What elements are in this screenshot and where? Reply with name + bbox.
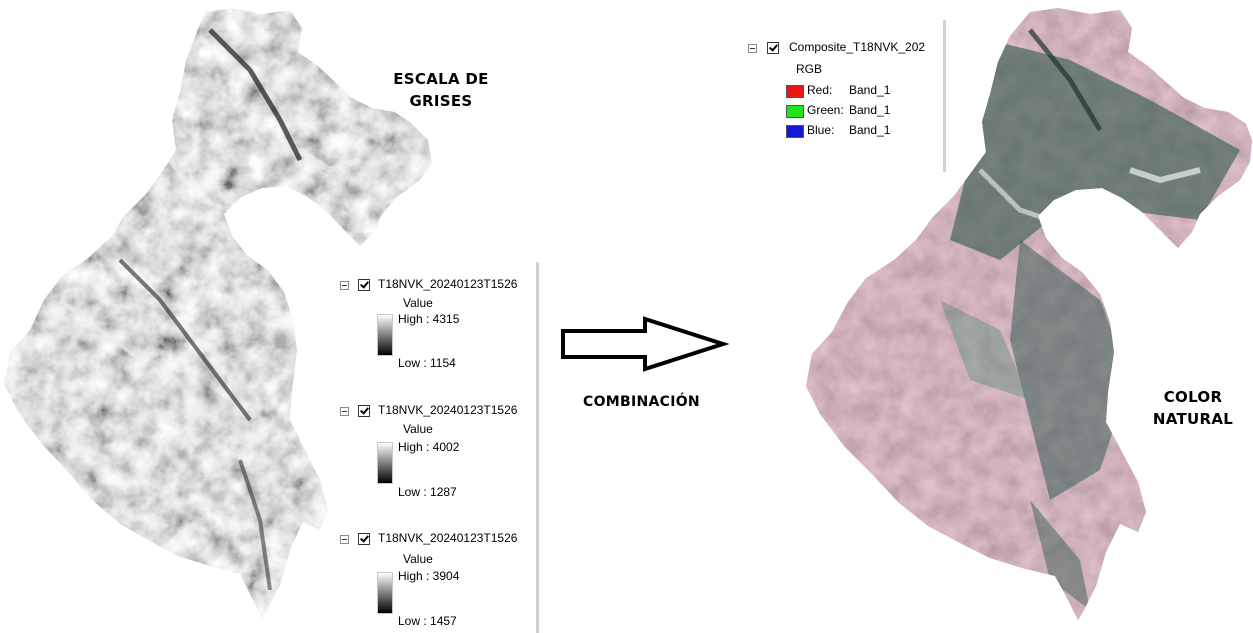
layer-visibility-checkbox[interactable] — [358, 405, 370, 417]
red-swatch-icon — [786, 85, 804, 98]
layer-visibility-checkbox[interactable] — [358, 279, 370, 291]
rgb-label: RGB — [796, 62, 823, 76]
legend-scrollbar[interactable] — [536, 262, 539, 633]
natural-color-map-title: COLOR NATURAL — [1138, 386, 1248, 430]
low-value: Low : 1287 — [398, 485, 457, 499]
layer-visibility-checkbox[interactable] — [358, 533, 370, 545]
red-channel-label: Red: — [807, 83, 833, 97]
blue-channel-label: Blue: — [807, 123, 835, 137]
blue-swatch-icon — [786, 125, 804, 138]
layer-name: Composite_T18NVK_202 — [789, 40, 926, 54]
layer-name: T18NVK_20240123T1526 — [378, 531, 518, 545]
natural-title-line-1: COLOR — [1163, 388, 1223, 406]
value-label: Value — [403, 552, 433, 566]
red-band-label: Band_1 — [849, 83, 891, 97]
high-value: High : 4315 — [398, 312, 460, 326]
grayscale-ramp-icon — [377, 572, 393, 614]
value-label: Value — [403, 296, 433, 310]
grayscale-ramp-icon — [377, 442, 393, 484]
high-value: High : 3904 — [398, 569, 460, 583]
rgb-legend: Composite_T18NVK_202 RGB Red: Band_1 Gre… — [740, 20, 950, 172]
natural-color-map — [806, 8, 1252, 620]
grayscale-legend: T18NVK_20240123T1526 Value High : 4315 L… — [330, 262, 540, 633]
value-label: Value — [403, 422, 433, 436]
collapse-icon[interactable] — [340, 535, 349, 544]
green-swatch-icon — [786, 105, 804, 118]
high-value: High : 4002 — [398, 440, 460, 454]
layer-name: T18NVK_20240123T1526 — [378, 403, 518, 417]
low-value: Low : 1154 — [398, 356, 456, 370]
layer-visibility-checkbox[interactable] — [767, 42, 779, 54]
low-value: Low : 1457 — [398, 614, 457, 628]
collapse-icon[interactable] — [748, 44, 757, 53]
natural-title-line-2: NATURAL — [1152, 410, 1234, 428]
collapse-icon[interactable] — [340, 407, 349, 416]
right-arrow-icon — [561, 316, 730, 372]
grayscale-title-line-1: ESCALA DE — [393, 70, 489, 88]
grayscale-title-line-2: GRISES — [409, 92, 473, 110]
green-band-label: Band_1 — [849, 103, 891, 117]
combination-label: COMBINACIÓN — [583, 394, 700, 410]
grayscale-ramp-icon — [377, 314, 393, 356]
green-channel-label: Green: — [807, 103, 844, 117]
grayscale-map-title: ESCALA DE GRISES — [376, 68, 506, 112]
legend-scrollbar[interactable] — [943, 20, 946, 172]
blue-band-label: Band_1 — [849, 123, 891, 137]
collapse-icon[interactable] — [340, 281, 349, 290]
layer-name: T18NVK_20240123T1526 — [378, 277, 518, 291]
